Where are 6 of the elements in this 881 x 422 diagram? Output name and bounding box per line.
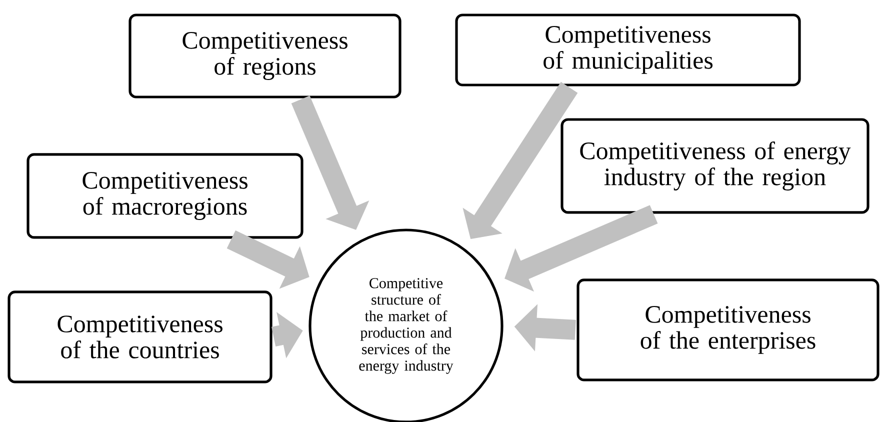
text-box: Competitiveness of regions [128, 14, 402, 98]
text-box: Competitiveness of macroregions [26, 153, 304, 239]
text-box: Competitiveness of the countries [8, 290, 272, 384]
text-box: Competitiveness of municipalities [455, 14, 801, 86]
text-box: Competitiveness of energy industry of the region [560, 118, 870, 214]
text-box: Competitiveness of the enterprises [576, 278, 880, 382]
